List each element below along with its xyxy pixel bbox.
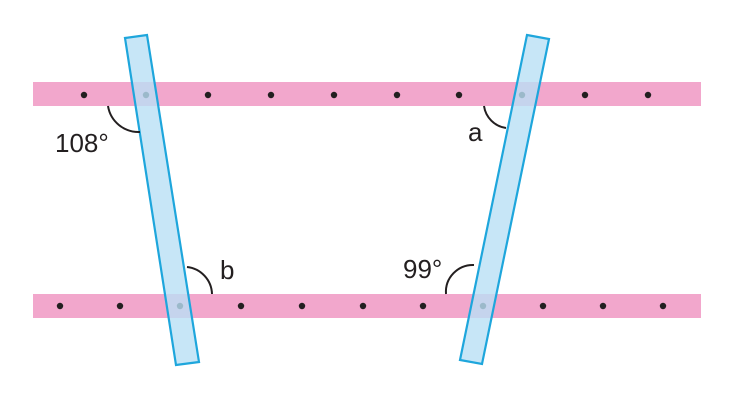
top-dot: [393, 91, 401, 99]
angle-label-b: b: [220, 255, 234, 285]
top-dot: [455, 91, 463, 99]
top-dot: [330, 91, 338, 99]
bottom-dot: [419, 302, 427, 310]
bottom-dot: [599, 302, 607, 310]
angle-arc-108: [107, 105, 141, 134]
angle-label-108: 108°: [55, 128, 109, 158]
angle-label-99: 99°: [403, 254, 442, 284]
top-dot: [267, 91, 275, 99]
bottom-dot: [237, 302, 245, 310]
bottom-dot: [56, 302, 64, 310]
top-dot: [644, 91, 652, 99]
bottom-dot: [298, 302, 306, 310]
bottom-dot: [359, 302, 367, 310]
top-dot: [581, 91, 589, 99]
bottom-dot: [659, 302, 667, 310]
angle-label-a: a: [468, 117, 483, 147]
angle-arc-b: [186, 266, 213, 295]
left-stick: [123, 33, 201, 367]
angle-arc-a: [483, 105, 507, 129]
bottom-dot: [539, 302, 547, 310]
top-dot: [204, 91, 212, 99]
right-stick: [458, 33, 551, 366]
bottom-strip: [33, 294, 701, 318]
bottom-dot: [116, 302, 124, 310]
top-dot: [80, 91, 88, 99]
angle-arc-99: [444, 263, 475, 295]
top-strip-dots: [80, 91, 652, 99]
